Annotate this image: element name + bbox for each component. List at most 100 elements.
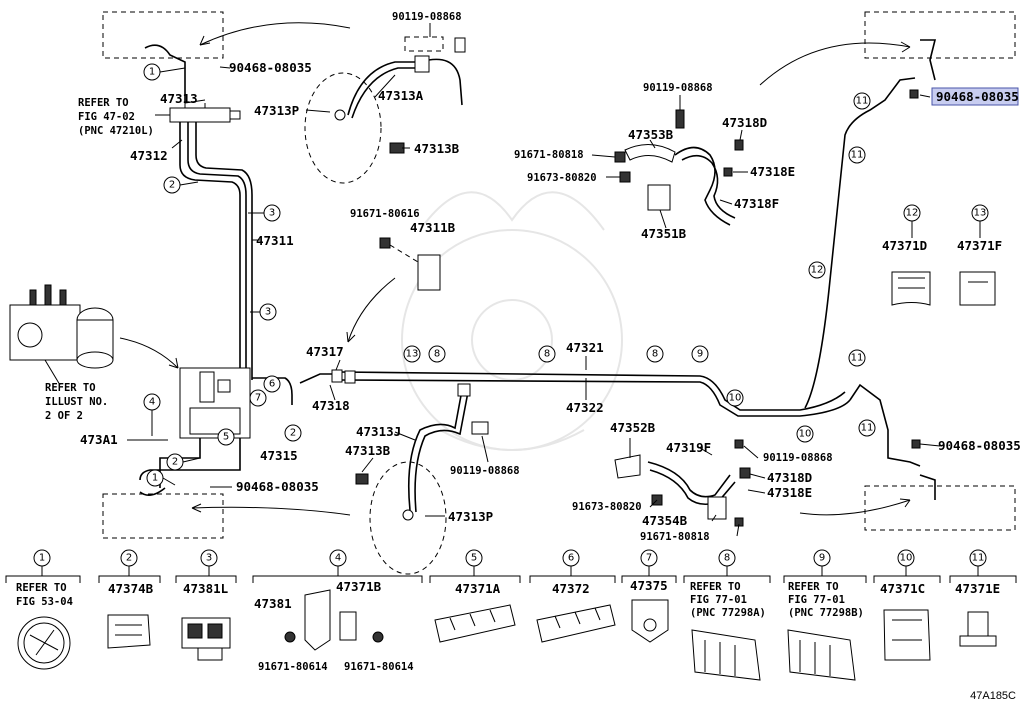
label-47318F: 47318F (734, 196, 779, 211)
svg-text:3: 3 (265, 307, 271, 318)
label-47317: 47317 (306, 344, 344, 359)
svg-text:5: 5 (223, 432, 229, 443)
svg-text:5: 5 (471, 553, 477, 564)
callout-3-lower: 3 (259, 303, 277, 321)
svg-text:4: 4 (335, 553, 341, 564)
flow-arrows (119, 22, 911, 516)
label-91671-80818-top: 91671-80818 (514, 149, 584, 161)
label-90468-08035-tl: 90468-08035 (229, 60, 312, 75)
bracket-47311B (379, 237, 441, 291)
label-47318D-bot: 47318D (767, 470, 812, 485)
svg-text:7: 7 (646, 553, 652, 564)
svg-text:9: 9 (697, 349, 703, 360)
legend-callout-10: 10 (897, 549, 915, 567)
label-47313B-top: 47313B (414, 141, 460, 156)
label-47315: 47315 (260, 448, 298, 463)
svg-text:9: 9 (819, 553, 825, 564)
label-refer-illust-1: REFER TO (45, 382, 96, 394)
legend-callout-7: 7 (640, 549, 658, 567)
label-47313J: 47313J (356, 424, 401, 439)
callout-13-clip: 13 (971, 204, 989, 222)
svg-text:10: 10 (900, 553, 913, 564)
detail-box-bottom-left (102, 493, 224, 539)
legend-callout-6: 6 (562, 549, 580, 567)
legend-callout-3: 3 (200, 549, 218, 567)
callout-11-top-a: 11 (853, 92, 871, 110)
legend-1-line2: FIG 53-04 (16, 596, 73, 608)
svg-text:4: 4 (149, 397, 155, 408)
detail-box-top-left (102, 11, 224, 59)
label-refer-fig47-1: REFER TO (78, 97, 129, 109)
legend-9-line1: REFER TO (788, 581, 839, 593)
label-47318E-bot: 47318E (767, 485, 812, 500)
legend-4-label-b: 47381 (254, 596, 292, 611)
legend-callout-5: 5 (465, 549, 483, 567)
label-47354B: 47354B (642, 513, 688, 528)
legend-9-line3: (PNC 77298B) (788, 607, 864, 619)
label-91671-80616: 91671-80616 (350, 208, 420, 220)
legend-3-label: 47381L (183, 581, 229, 596)
label-47322: 47322 (566, 400, 604, 415)
legend-clip-47374B (107, 614, 151, 649)
callout-2-mid: 2 (284, 424, 302, 442)
callout-7: 7 (249, 389, 267, 407)
label-47352B: 47352B (610, 420, 656, 435)
label-47313P-top: 47313P (254, 103, 299, 118)
callout-11-top-b: 11 (848, 146, 866, 164)
part-labels: 90468-08035 REFER TO FIG 47-02 (PNC 4721… (45, 11, 1021, 543)
callout-2-upper: 2 (163, 176, 181, 194)
svg-text:3: 3 (206, 553, 212, 564)
svg-text:13: 13 (974, 208, 987, 219)
label-90119-08868-top: 90119-08868 (392, 11, 462, 23)
svg-text:2: 2 (290, 428, 296, 439)
svg-text:6: 6 (568, 553, 574, 564)
clip-47371F (959, 271, 996, 306)
svg-text:11: 11 (851, 353, 864, 364)
label-47371D: 47371D (882, 238, 927, 253)
brake-line-assembly-left (9, 44, 332, 496)
clip-47371D (891, 271, 931, 306)
svg-text:2: 2 (172, 457, 178, 468)
legend-1-line1: REFER TO (16, 582, 67, 594)
label-90119-08868-br: 90119-08868 (763, 452, 833, 464)
svg-text:12: 12 (811, 265, 824, 276)
svg-text:8: 8 (544, 349, 550, 360)
label-47313A: 47313A (378, 88, 424, 103)
zoom-ellipse-top (304, 72, 382, 184)
label-90119-08868-mid: 90119-08868 (450, 465, 520, 477)
figure-code: 47A185C (970, 690, 1016, 702)
legend-11-label: 47371E (955, 581, 1000, 596)
callout-10-line-b: 10 (796, 425, 814, 443)
rear-line-right (804, 39, 937, 500)
legend-clip-47371E (959, 611, 997, 647)
callout-12-line: 12 (808, 261, 826, 279)
svg-text:2: 2 (169, 180, 175, 191)
label-refer-fig47-2: FIG 47-02 (78, 111, 135, 123)
legend-clip-47372 (536, 604, 616, 643)
label-91671-80818-bot: 91671-80818 (640, 531, 710, 543)
legend-bolt-1: 91671-80614 (258, 661, 328, 673)
svg-text:2: 2 (126, 553, 132, 564)
svg-text:12: 12 (906, 208, 919, 219)
callout-1-top: 1 (143, 63, 161, 81)
callout-11-mid-b: 11 (858, 419, 876, 437)
legend-5-label: 47371A (455, 581, 501, 596)
label-91673-80820-bot: 91673-80820 (572, 501, 642, 513)
svg-text:1: 1 (149, 67, 155, 78)
legend-4-label-a: 47371B (336, 579, 382, 594)
hose-assembly-47352B (614, 439, 751, 527)
highlighted-part-90468-08035[interactable]: 90468-08035 (931, 87, 1019, 106)
svg-text:11: 11 (856, 96, 869, 107)
callout-5: 5 (217, 428, 235, 446)
svg-text:11: 11 (861, 423, 874, 434)
label-91673-80820-top: 91673-80820 (527, 172, 597, 184)
label-47319F: 47319F (666, 440, 711, 455)
legend-8-line3: (PNC 77298A) (690, 607, 766, 619)
label-47312: 47312 (130, 148, 168, 163)
legend-callout-2: 2 (120, 549, 138, 567)
svg-text:3: 3 (269, 208, 275, 219)
zoom-ellipse-bottom (369, 461, 447, 575)
legend-callout-1: 1 (33, 549, 51, 567)
callout-12-clip: 12 (903, 204, 921, 222)
